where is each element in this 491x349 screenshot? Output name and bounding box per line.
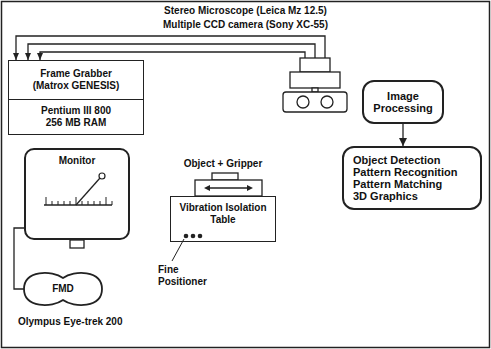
caption-label: Stereo Microscope (Leica Mz 12.5)	[0, 5, 491, 17]
node-text: Pattern Recognition	[353, 166, 458, 178]
node-text: Monitor	[59, 155, 96, 167]
hardware-box: Frame Grabber(Matrox GENESIS)	[8, 60, 144, 100]
hardware-box: Pentium III 800256 MB RAM	[8, 99, 144, 135]
caption-label: Olympus Eye-trek 200	[18, 316, 168, 328]
positioner-dots	[184, 234, 203, 239]
camera-wire	[16, 36, 325, 60]
node-text: 256 MB RAM	[46, 117, 107, 129]
node-text: Object Detection	[353, 154, 440, 166]
leader-line	[172, 239, 184, 261]
node-text: Frame Grabber	[40, 68, 112, 80]
caption-label: Object + Gripper	[168, 158, 278, 170]
isolation-table: Vibration Isolation Table	[170, 196, 276, 242]
node-text: Vibration Isolation Table	[177, 202, 269, 226]
node-text: (Matrox GENESIS)	[33, 80, 120, 92]
monitor-stand	[70, 240, 84, 248]
gripper-symbol	[195, 173, 262, 196]
connector	[14, 228, 24, 289]
node-text: Pentium III 800	[41, 105, 111, 117]
caption-label: Multiple CCD camera (Sony XC-55)	[0, 19, 491, 31]
node-text: 3D Graphics	[353, 190, 418, 202]
monitor-screen: Monitor	[24, 148, 130, 240]
connector	[402, 124, 403, 146]
camera-symbol	[283, 58, 347, 112]
display-device: FMD	[22, 270, 104, 308]
process-box: Image Processing	[362, 80, 444, 124]
wire-arrowhead	[13, 53, 43, 60]
gripper-arrow	[204, 185, 253, 191]
node-text: FMD	[52, 283, 74, 295]
caption-label: Fine Positioner	[158, 264, 222, 288]
node-text: Image Processing	[370, 90, 436, 114]
node-text: Pattern Matching	[353, 178, 442, 190]
function-list: Object DetectionPattern RecognitionPatte…	[342, 146, 482, 210]
